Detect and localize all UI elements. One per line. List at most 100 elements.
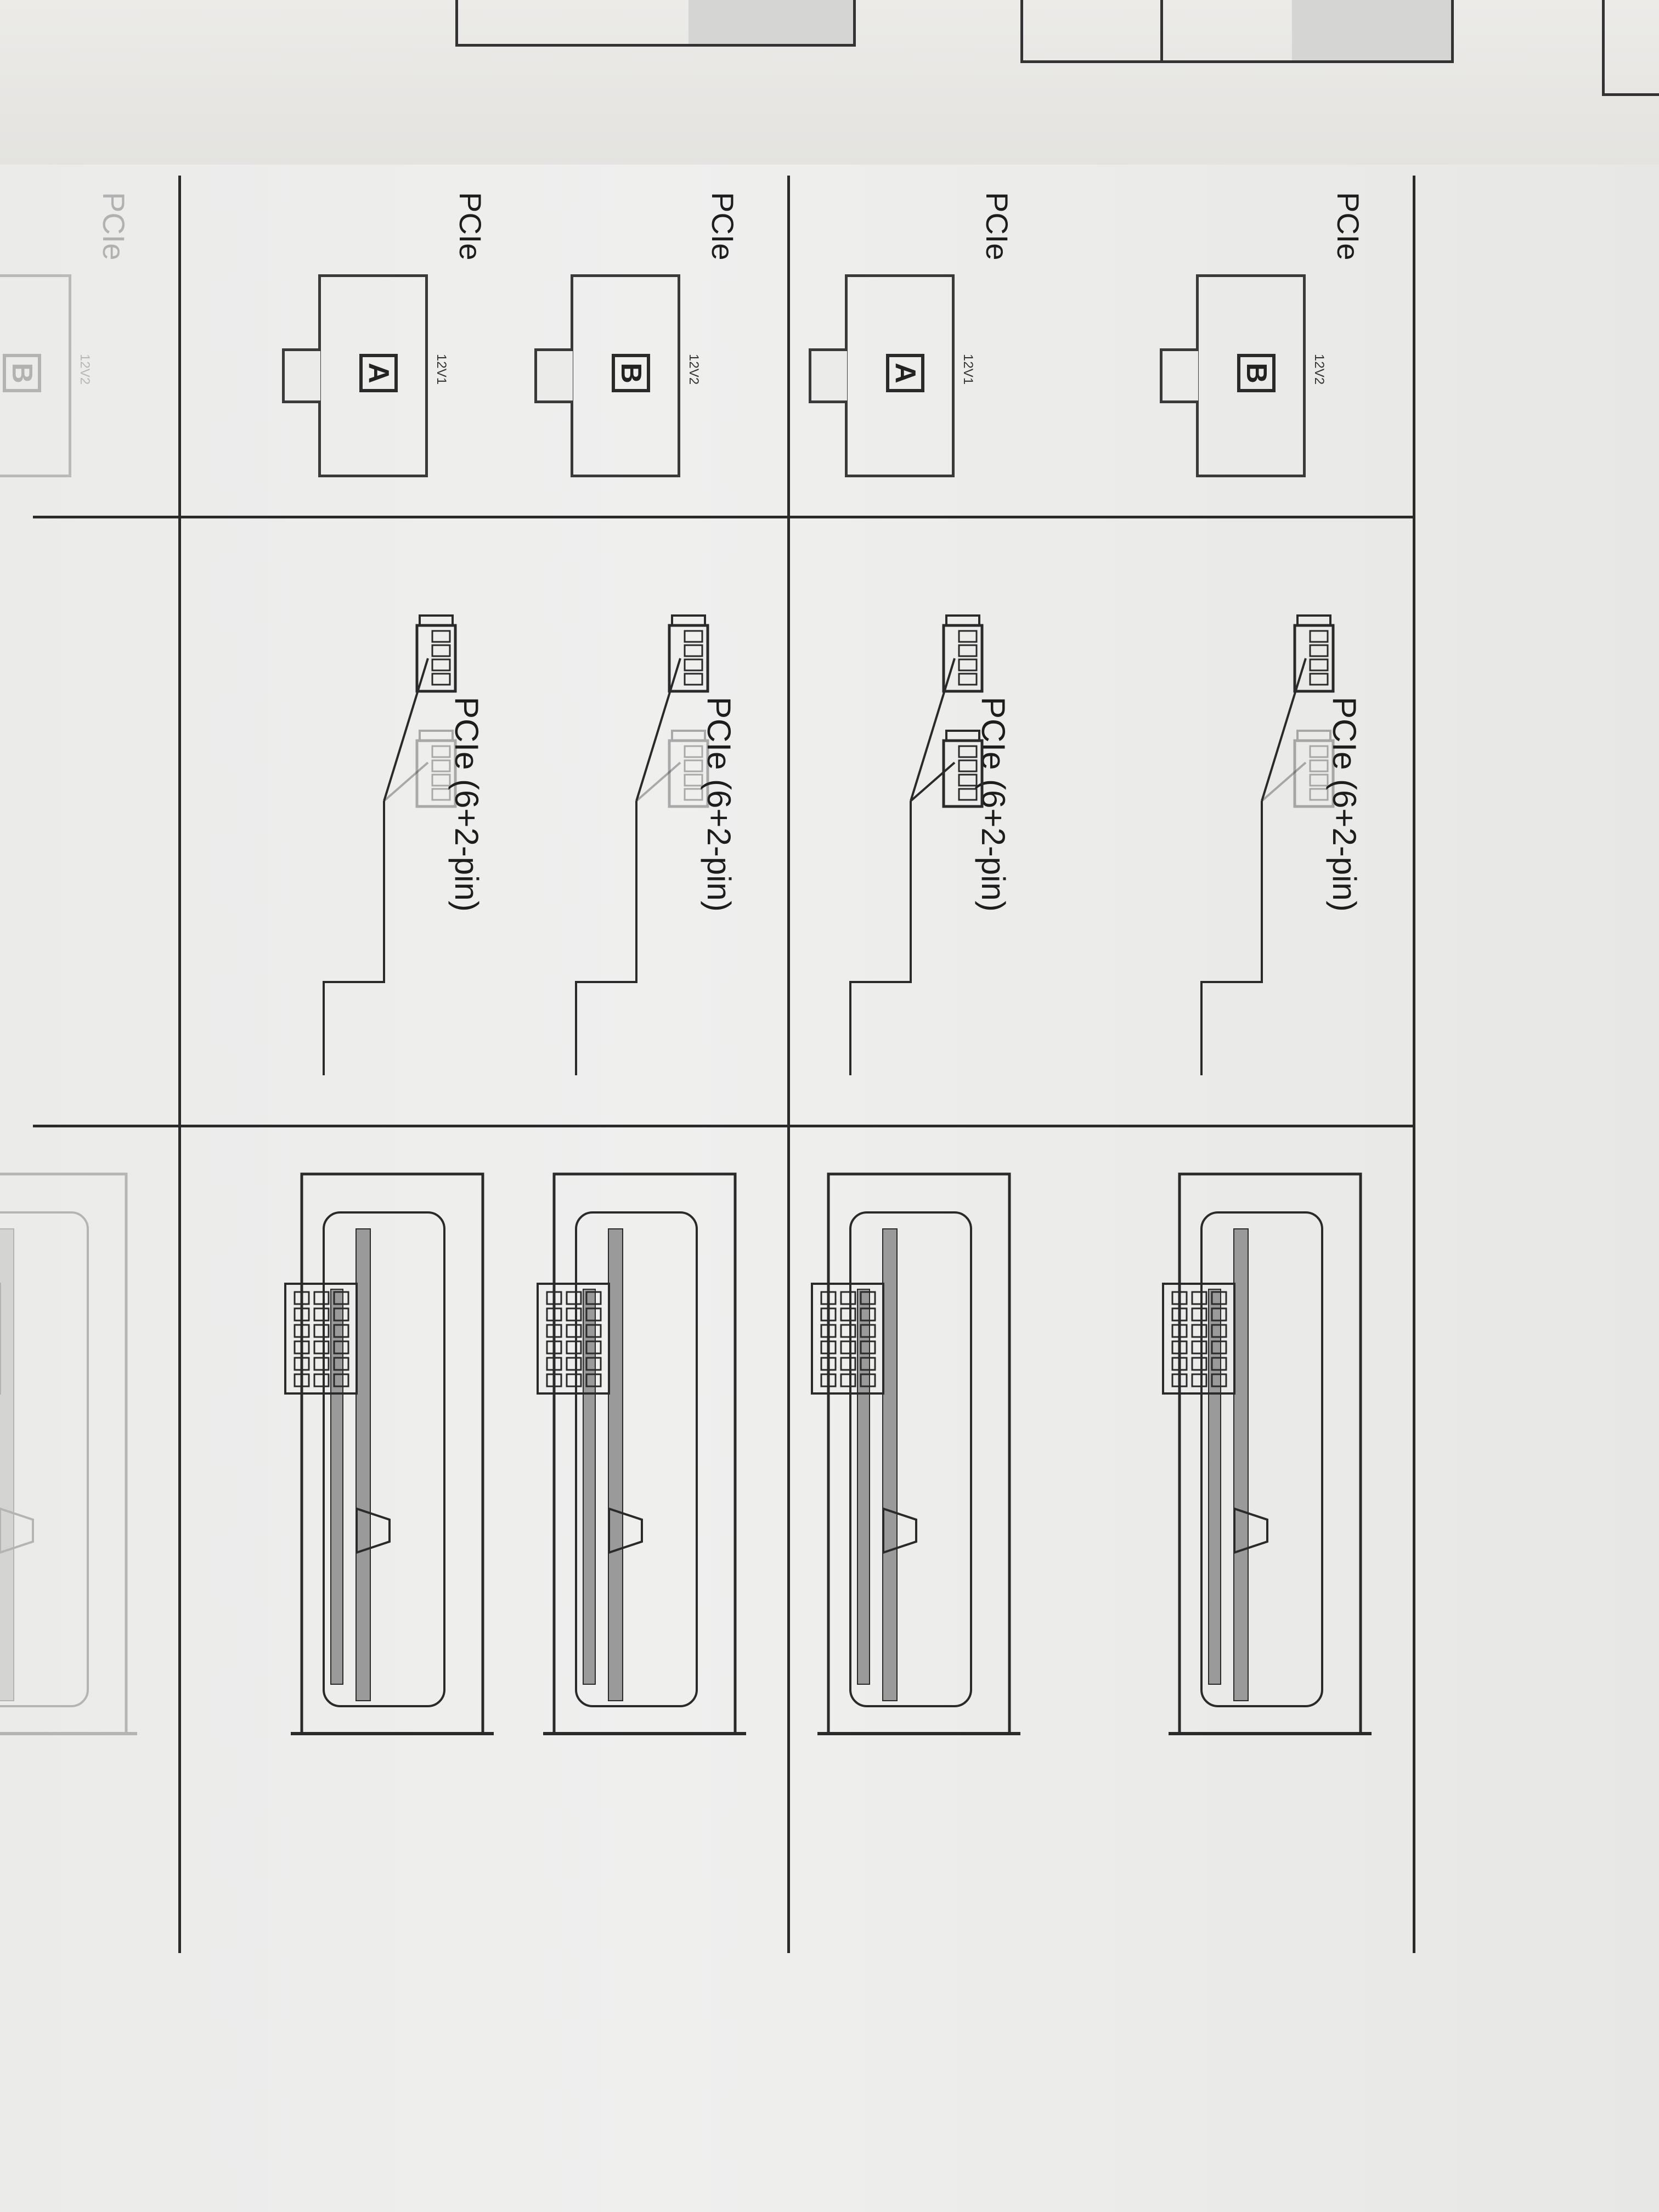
cable-wire — [1200, 801, 1263, 1075]
plug-pin — [431, 630, 451, 643]
psu-socket-label: PCIe — [980, 192, 1014, 261]
plug-pin — [958, 630, 978, 643]
connector-pin — [294, 1340, 310, 1355]
cable-branch — [383, 658, 429, 802]
plug-pin — [1309, 745, 1329, 758]
cable-cell — [0, 516, 181, 1125]
pcie-plug-secondary — [415, 730, 457, 808]
connector-pin — [585, 1307, 602, 1322]
card-outline — [300, 1172, 484, 1735]
connector-pin — [1171, 1373, 1188, 1387]
connector-pin — [840, 1291, 856, 1305]
connector-pin — [313, 1357, 330, 1371]
connection-row: PCIe B 12V2 — [0, 176, 181, 1953]
cable-diagram — [1200, 614, 1335, 1075]
connector-pin — [840, 1307, 856, 1322]
plug-pin — [431, 774, 451, 787]
card-shroud — [1200, 1211, 1323, 1707]
plug-pin — [684, 630, 703, 643]
connector-pin — [566, 1291, 582, 1305]
graphics-card-cell — [0, 1125, 181, 1953]
connector-pin — [585, 1357, 602, 1371]
plug-pin — [1309, 759, 1329, 772]
connector-pin — [1191, 1340, 1207, 1355]
plug-pin — [684, 673, 703, 686]
socket-letter: B — [612, 354, 650, 392]
connector-pin — [294, 1373, 310, 1387]
graphics-card-cell — [241, 1125, 538, 1953]
cable-branch — [635, 658, 681, 802]
connector-pin — [820, 1373, 837, 1387]
plug-pin — [684, 658, 703, 672]
card-outline — [552, 1172, 737, 1735]
card-notch — [882, 1507, 917, 1554]
connector-pin — [566, 1324, 582, 1338]
plug-pin — [431, 673, 451, 686]
psu-socket-cell: PCIe B 12V2 — [0, 176, 181, 516]
connector-pin — [1191, 1373, 1207, 1387]
plug-pin — [431, 788, 451, 801]
connector-pin — [313, 1340, 330, 1355]
socket-letter: A — [359, 354, 398, 392]
connector-pin — [1211, 1291, 1227, 1305]
cable-diagram — [323, 614, 457, 1075]
psu-socket-diagram: A 12V1 — [282, 274, 449, 477]
plug-pin — [1309, 774, 1329, 787]
socket-letter: B — [3, 354, 41, 392]
psu-socket-cell: PCIe A 12V1 — [241, 176, 538, 516]
cable-branch — [1261, 658, 1307, 802]
connector-pin — [333, 1340, 349, 1355]
pcie-plug-secondary — [668, 730, 709, 808]
plug-pin — [684, 644, 703, 657]
rail-label: 12V1 — [961, 354, 975, 385]
card-shroud — [849, 1211, 972, 1707]
rail-label: 12V2 — [1312, 354, 1327, 385]
connector-pin — [546, 1324, 562, 1338]
plug-latch — [945, 614, 980, 627]
top-table-fragment-2 — [1020, 0, 1454, 63]
card-shroud — [0, 1211, 89, 1707]
connector-pin — [546, 1357, 562, 1371]
connector-pin — [333, 1324, 349, 1338]
connector-pin — [840, 1373, 856, 1387]
connector-pin — [820, 1307, 837, 1322]
plug-pin — [958, 644, 978, 657]
plug-pin — [1309, 644, 1329, 657]
plug-pin — [431, 658, 451, 672]
plug-latch — [1296, 614, 1331, 627]
connection-row: PCIe B 12V2 PCIe (6+2-pin) — [1119, 176, 1415, 1953]
connector-pin — [566, 1373, 582, 1387]
connector-pin — [313, 1307, 330, 1322]
connector-housing — [811, 1283, 884, 1395]
psu-socket-cell: PCIe A 12V1 — [768, 176, 1064, 516]
psu-socket-label: PCIe — [453, 192, 488, 261]
connector-pin — [566, 1307, 582, 1322]
pcie-plug-secondary — [942, 730, 984, 808]
connector-pin — [1191, 1324, 1207, 1338]
cable-cell: PCIe (6+2-pin) — [1119, 516, 1415, 1125]
card-notch — [608, 1507, 643, 1554]
rail-label: 12V2 — [686, 354, 701, 385]
plug-pin — [431, 745, 451, 758]
psu-socket-diagram: B 12V2 — [0, 274, 92, 477]
connector-pin — [546, 1291, 562, 1305]
card-power-connector — [284, 1283, 358, 1395]
plug-housing — [668, 739, 709, 808]
cable-branch — [910, 658, 956, 802]
plug-pin — [958, 673, 978, 686]
card-shroud — [575, 1211, 698, 1707]
card-shroud — [323, 1211, 445, 1707]
graphics-card-diagram — [0, 1172, 137, 1735]
card-outline — [827, 1172, 1011, 1735]
connector-pin — [1211, 1324, 1227, 1338]
plug-pin — [958, 774, 978, 787]
card-outline — [0, 1172, 128, 1735]
connector-pin — [1171, 1291, 1188, 1305]
cable-branch — [1261, 761, 1307, 802]
connection-row: PCIe A 12V1 PCIe (6+2-pin) — [241, 176, 538, 1953]
plug-pin — [431, 644, 451, 657]
graphics-card-diagram — [284, 1172, 494, 1735]
connector-pin — [1211, 1373, 1227, 1387]
psu-socket-label: PCIe — [706, 192, 740, 261]
cable-wire — [849, 801, 912, 1075]
